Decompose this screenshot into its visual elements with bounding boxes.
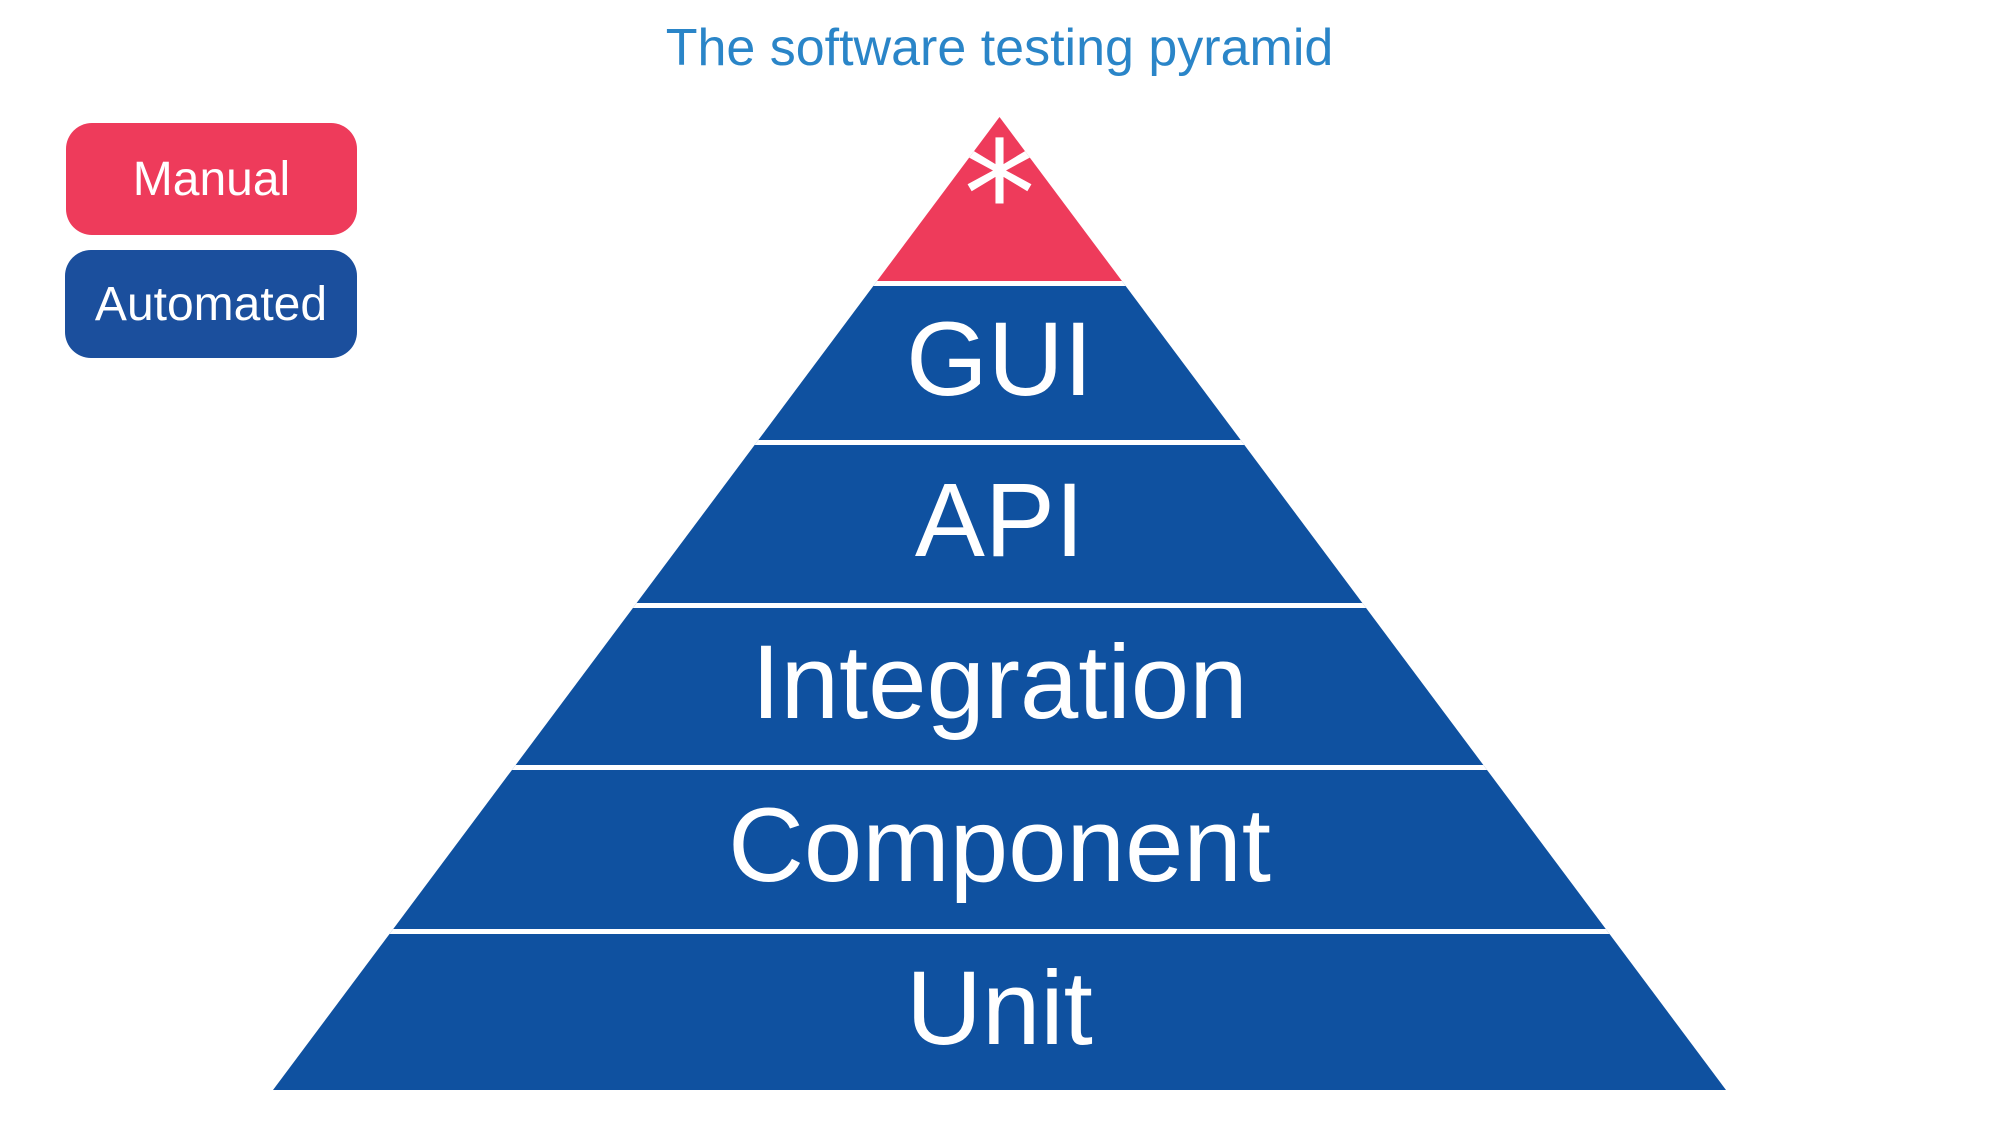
pyramid-layer-integration-label: Integration [751,624,1248,741]
testing-pyramid: * GUI API Integration Component Unit [273,117,1726,1090]
pyramid-layer-gui-label: GUI [906,300,1093,418]
legend-item-automated-label: Automated [94,277,328,331]
legend-item-manual-label: Manual [132,152,291,206]
pyramid-layer-component-label: Component [728,787,1271,904]
legend-item-automated: Automated [65,250,357,358]
pyramid-layer-unit: Unit [273,929,1726,1090]
page-title: The software testing pyramid [665,19,1334,77]
pyramid-layer-gui: GUI [273,281,1726,440]
pyramid-layer-integration: Integration [273,603,1726,765]
pyramid-apex-manual: * [273,117,1726,281]
pyramid-layer-unit-label: Unit [906,949,1093,1067]
pyramid-layer-api-label: API [914,461,1085,579]
legend-item-manual: Manual [66,123,357,235]
pyramid-layer-api: API [273,440,1726,603]
asterisk-icon: * [963,111,1036,280]
pyramid-layer-component: Component [273,765,1726,929]
